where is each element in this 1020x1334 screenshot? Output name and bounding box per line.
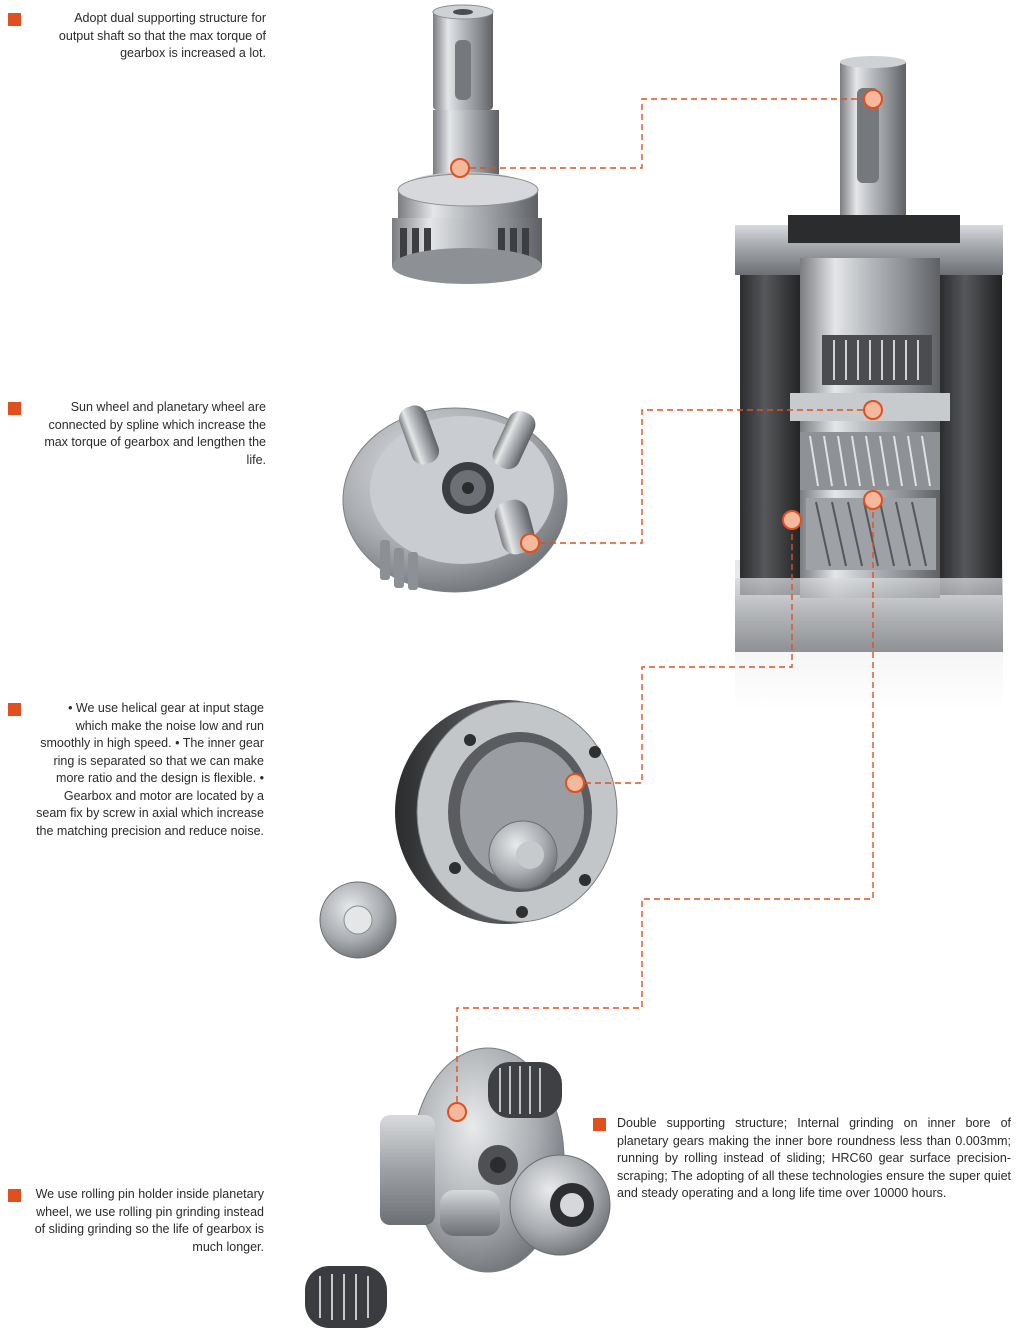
gearbox-cutaway-image bbox=[735, 56, 1003, 710]
feature-sun-wheel: Sun wheel and planetary wheel are connec… bbox=[8, 399, 266, 469]
callout-dot bbox=[863, 490, 883, 510]
callout-dot bbox=[863, 89, 883, 109]
callout-dot bbox=[520, 533, 540, 553]
planet-carrier-image bbox=[342, 405, 568, 593]
feature-text: Sun wheel and planetary wheel are connec… bbox=[44, 400, 266, 467]
callout-dot bbox=[863, 400, 883, 420]
feature-text: Double supporting structure; Internal gr… bbox=[617, 1116, 1011, 1200]
connector-lines bbox=[456, 98, 874, 1112]
output-shaft-image bbox=[392, 4, 542, 284]
callout-dot bbox=[447, 1102, 467, 1122]
bullet-square-icon bbox=[593, 1118, 606, 1131]
bullet-square-icon bbox=[8, 13, 21, 26]
callout-dot bbox=[782, 510, 802, 530]
feature-rolling-pin: We use rolling pin holder inside planeta… bbox=[8, 1186, 264, 1256]
feature-text: • We use helical gear at input stage whi… bbox=[36, 701, 264, 838]
feature-text: We use rolling pin holder inside planeta… bbox=[34, 1187, 264, 1254]
bullet-square-icon bbox=[8, 402, 21, 415]
inner-gear-ring-image bbox=[319, 700, 618, 959]
feature-helical-gear: • We use helical gear at input stage whi… bbox=[8, 700, 264, 840]
callout-dots bbox=[447, 89, 883, 1122]
feature-output-shaft: Adopt dual supporting structure for outp… bbox=[8, 10, 266, 63]
bullet-square-icon bbox=[8, 1189, 21, 1202]
planet-gear-assembly-image bbox=[305, 1047, 611, 1328]
feature-double-support: Double supporting structure; Internal gr… bbox=[593, 1115, 1011, 1203]
callout-dot bbox=[565, 773, 585, 793]
bullet-square-icon bbox=[8, 703, 21, 716]
feature-text: Adopt dual supporting structure for outp… bbox=[58, 11, 266, 60]
callout-dot bbox=[450, 158, 470, 178]
